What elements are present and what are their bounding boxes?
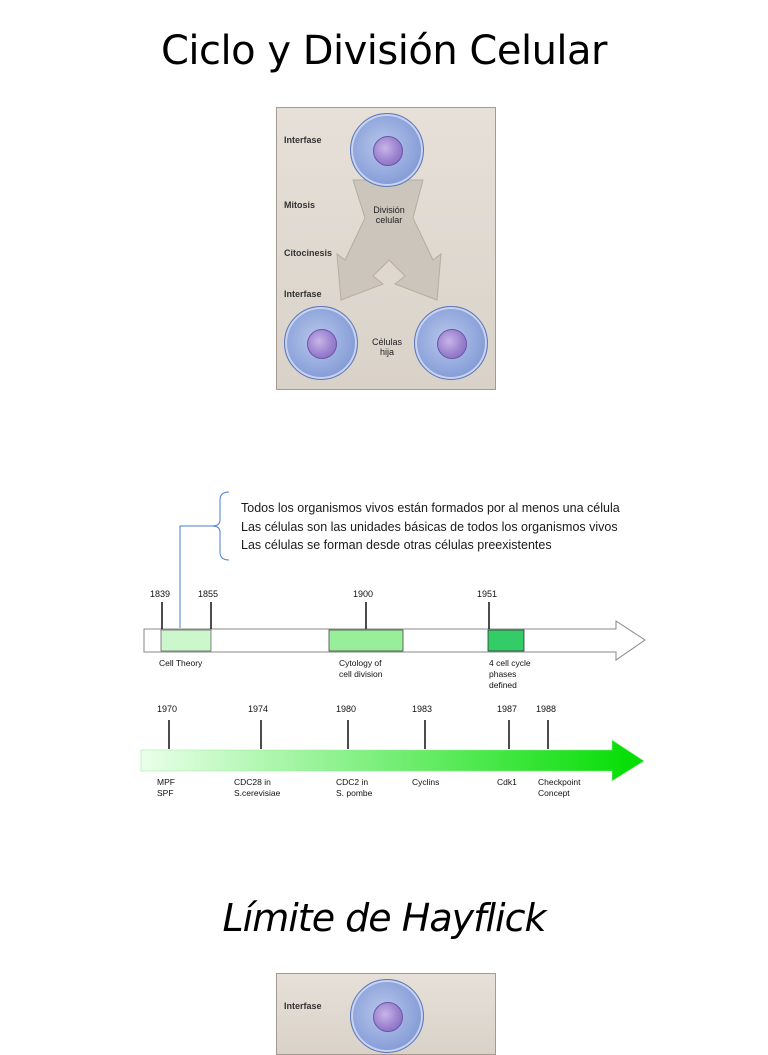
event-cell-cycle-phases: 4 cell cycle phases defined: [489, 658, 531, 690]
section-title-hayflick: Límite de Hayflick: [222, 896, 547, 940]
daughter-cell-right: [414, 306, 488, 380]
year-1980: 1980: [336, 704, 357, 714]
year-1983: 1983: [412, 704, 433, 714]
year-1855: 1855: [198, 589, 219, 599]
year-1987: 1987: [497, 704, 518, 714]
label-daughter-cells: Células hija: [371, 337, 402, 357]
event-mpf-spf: MPF SPF: [157, 777, 175, 798]
cell-theory-segment: [160, 629, 212, 652]
statement-1: Todos los organismos vivos están formado…: [241, 501, 620, 515]
label-division: División celular: [373, 205, 405, 225]
event-cdc2: CDC2 in S. pombe: [336, 777, 373, 798]
phases-segment: [487, 629, 525, 652]
cell-theory-statements: Todos los organismos vivos están formado…: [241, 499, 620, 555]
daughter-nucleus-left: [307, 329, 337, 359]
label-interfase-top: Interfase: [284, 135, 322, 145]
parent-nucleus: [373, 136, 403, 166]
year-1839: 1839: [150, 589, 171, 599]
parent-nucleus-2: [373, 1002, 403, 1032]
event-cdc28: CDC28 in S.cerevisiae: [234, 777, 281, 798]
parent-cell: [350, 113, 424, 187]
daughter-nucleus-right: [437, 329, 467, 359]
cytology-segment: [328, 629, 404, 652]
year-1974: 1974: [248, 704, 269, 714]
division-arrows: [336, 179, 442, 301]
year-1951: 1951: [477, 589, 498, 599]
daughter-cell-left: [284, 306, 358, 380]
event-cdk1: Cdk1: [497, 777, 517, 787]
cell-division-figure-2: Interfase: [276, 973, 496, 1055]
year-1970: 1970: [157, 704, 178, 714]
event-cell-theory: Cell Theory: [159, 658, 203, 668]
label-interfase-top-2: Interfase: [284, 1001, 322, 1011]
cell-division-figure: Interfase Mitosis Citocinesis Interfase …: [276, 107, 496, 390]
event-cyclins: Cyclins: [412, 777, 440, 787]
statement-2: Las células son las unidades básicas de …: [241, 519, 618, 534]
page-title: Ciclo y División Celular: [161, 28, 608, 74]
label-citocinesis: Citocinesis: [284, 248, 333, 258]
event-checkpoint: Checkpoint Concept: [538, 777, 581, 798]
label-interfase-bottom: Interfase: [284, 289, 322, 299]
year-1900: 1900: [353, 589, 374, 599]
parent-cell-2: [350, 979, 424, 1053]
year-1988: 1988: [536, 704, 557, 714]
event-cytology: Cytology of cell division: [339, 658, 383, 679]
label-mitosis: Mitosis: [284, 200, 316, 210]
statement-3: Las células se forman desde otras célula…: [241, 538, 552, 552]
